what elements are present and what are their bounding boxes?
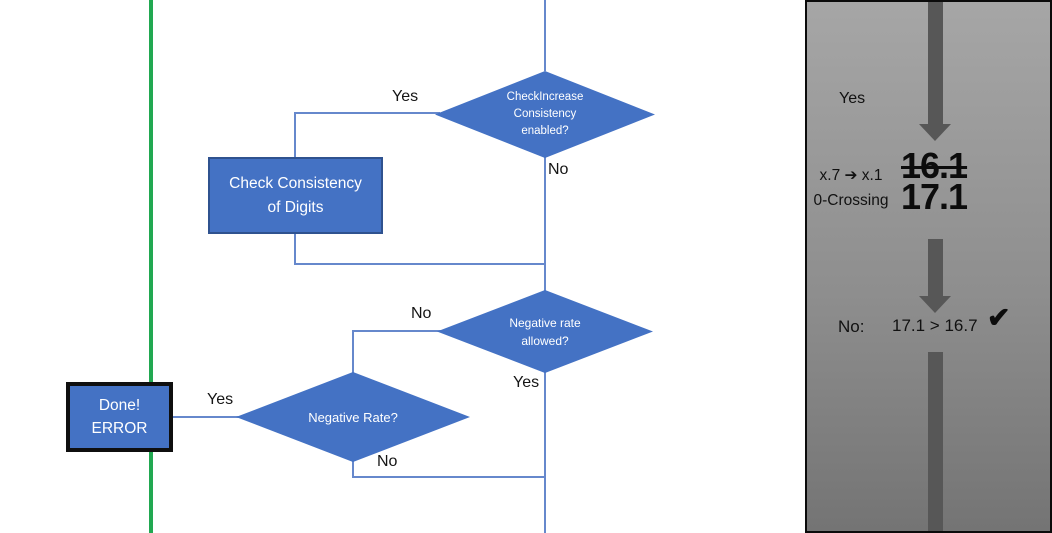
down-arrow-2-head <box>919 296 951 313</box>
green-guide-line <box>149 0 153 533</box>
connector-decision1-to-decision2 <box>544 156 546 291</box>
connector-decision1-yes <box>294 112 440 114</box>
decision-negative-rate-allowed: Negative rate allowed? <box>437 290 653 373</box>
connector-decision3-yes <box>172 416 240 418</box>
terminal-done-error: Done! ERROR <box>66 382 173 452</box>
decision-text: enabled? <box>521 125 569 137</box>
connector-decision3-merge <box>352 476 546 478</box>
edge-label-no-bottom: No <box>377 453 398 470</box>
checkmark-icon: ✔ <box>987 302 1011 333</box>
value-correction: 16.1 17.1 <box>901 145 968 217</box>
decision-text: Negative rate <box>509 315 581 330</box>
process-check-consistency-of-digits: Check Consistency of Digits <box>208 157 383 234</box>
new-value: 17.1 <box>901 176 968 217</box>
edge-label-no-top: No <box>548 161 569 178</box>
old-value-struck: 16.1 <box>901 145 968 186</box>
process-text: of Digits <box>267 198 324 216</box>
edge-label-yes-done: Yes <box>207 391 234 408</box>
mapping-annotation: x.7 ➔ x.1 0-Crossing <box>807 163 895 213</box>
down-arrow-1-head <box>919 124 951 141</box>
connector-process-merge <box>294 263 546 265</box>
terminal-text: ERROR <box>91 420 148 437</box>
decision-check-increase-consistency: CheckIncrease Consistency enabled? <box>435 71 655 158</box>
edge-label-yes-top: Yes <box>392 88 419 105</box>
terminal-text: Done! <box>98 397 141 414</box>
process-text: Check Consistency <box>229 174 362 192</box>
decision-text: Consistency <box>513 108 577 120</box>
connector-into-decision3 <box>352 330 354 373</box>
decision-text: allowed? <box>521 333 569 348</box>
mapping-line: x.7 ➔ x.1 <box>819 167 883 184</box>
edge-label-yes-mid: Yes <box>513 374 540 391</box>
connector-decision3-down <box>352 461 354 478</box>
edge-label-no-mid: No <box>411 305 432 322</box>
result-comparison: 17.1 > 16.7 <box>892 316 978 335</box>
connector-decision2-no <box>352 330 442 332</box>
mapping-line: 0-Crossing <box>813 192 889 209</box>
decision-negative-rate: Negative Rate? <box>236 372 470 462</box>
panel-yes-label: Yes <box>839 90 866 107</box>
connector-process-down <box>294 234 296 265</box>
connector-into-process <box>294 112 296 158</box>
connector-top-into-decision1 <box>544 0 546 71</box>
down-arrow-1-shaft <box>928 2 943 124</box>
down-arrow-3-shaft <box>928 352 943 531</box>
decision-text: CheckIncrease <box>506 91 584 103</box>
connector-decision2-down <box>544 371 546 533</box>
detail-panel: Yes x.7 ➔ x.1 0-Crossing 16.1 17.1 No: 1… <box>805 0 1052 533</box>
decision-text: Negative Rate? <box>308 409 398 425</box>
result-label: No: <box>838 317 865 336</box>
down-arrow-2-shaft <box>928 239 943 297</box>
